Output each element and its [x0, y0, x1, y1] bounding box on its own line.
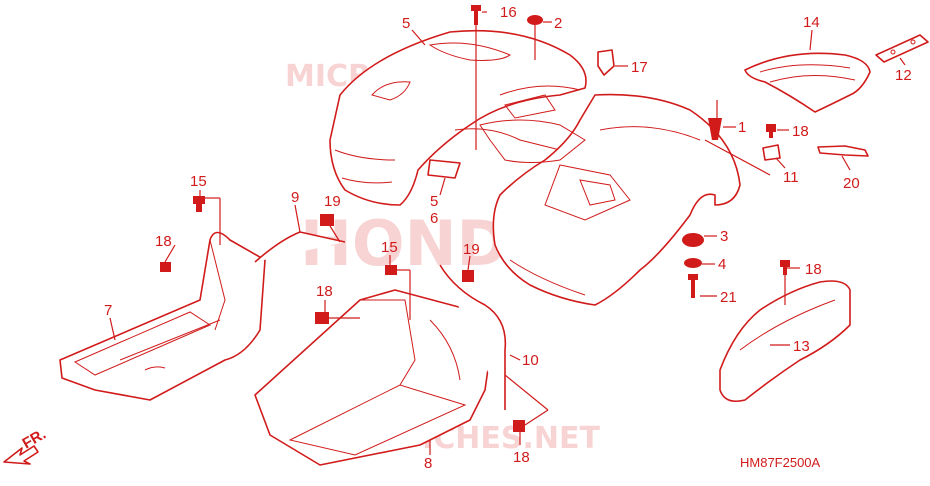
right-floorboard: [254, 289, 496, 466]
bolt-15-left: [193, 196, 205, 212]
callout-14: 14: [803, 14, 820, 31]
nut-11: [762, 144, 781, 161]
callout-4: 4: [718, 256, 726, 273]
rubber-3: [682, 233, 704, 247]
rod-9: [254, 231, 346, 263]
fastener-16: [471, 5, 481, 25]
bolt-18-center: [315, 312, 329, 324]
leader-lines: [109, 11, 906, 455]
mud-guard: [719, 280, 851, 403]
callout-17: 17: [631, 59, 648, 76]
callout-2: 2: [554, 15, 562, 32]
callout-19-left: 19: [324, 193, 341, 210]
bolt-18-left: [160, 262, 171, 272]
callout-7: 7: [104, 302, 112, 319]
callout-18-center: 18: [316, 283, 333, 300]
callout-5-top: 5: [402, 15, 410, 32]
bolt-18-mudguard: [780, 260, 790, 275]
callout-8: 8: [424, 455, 432, 472]
callout-16: 16: [500, 4, 517, 21]
callout-19-center: 19: [463, 241, 480, 258]
clip-17: [597, 49, 615, 76]
callout-3: 3: [720, 228, 728, 245]
callout-5-small: 5: [430, 193, 438, 210]
rod-10: [439, 264, 507, 410]
callout-6: 6: [430, 210, 438, 227]
diagram-code: HM87F2500A: [740, 455, 821, 470]
callout-13: 13: [793, 338, 810, 355]
callout-15-center: 15: [381, 239, 398, 256]
callout-18-bottom: 18: [513, 449, 530, 466]
callout-18-left: 18: [155, 233, 172, 250]
bolt-1: [708, 118, 722, 140]
front-arrow-label: FR.: [20, 426, 49, 453]
callout-18-right: 18: [792, 123, 809, 140]
callout-18-mudguard: 18: [805, 261, 822, 278]
callout-1: 1: [738, 119, 746, 136]
front-fender: [329, 29, 587, 206]
bolt-18-bottom: [513, 420, 525, 432]
grommet-2: [527, 15, 543, 25]
callout-15-left: 15: [190, 173, 207, 190]
clip-19-center: [462, 270, 474, 282]
callout-9: 9: [291, 189, 299, 206]
bolt-18-right: [766, 124, 776, 138]
clip-19-left: [320, 214, 334, 226]
left-floorboard: [59, 231, 266, 401]
rear-cover: [744, 52, 871, 113]
washer-4: [684, 258, 702, 268]
front-direction-arrow: FR.: [3, 426, 49, 465]
rear-fender: [479, 93, 741, 306]
callout-12: 12: [895, 67, 912, 84]
bracket-20: [817, 145, 869, 157]
callout-21: 21: [720, 289, 737, 306]
callout-10: 10: [522, 352, 539, 369]
callout-11: 11: [783, 169, 799, 186]
bolt-15-center: [385, 265, 397, 275]
plate-12: [875, 34, 929, 63]
callout-20: 20: [843, 175, 860, 192]
bolt-21: [688, 274, 698, 298]
